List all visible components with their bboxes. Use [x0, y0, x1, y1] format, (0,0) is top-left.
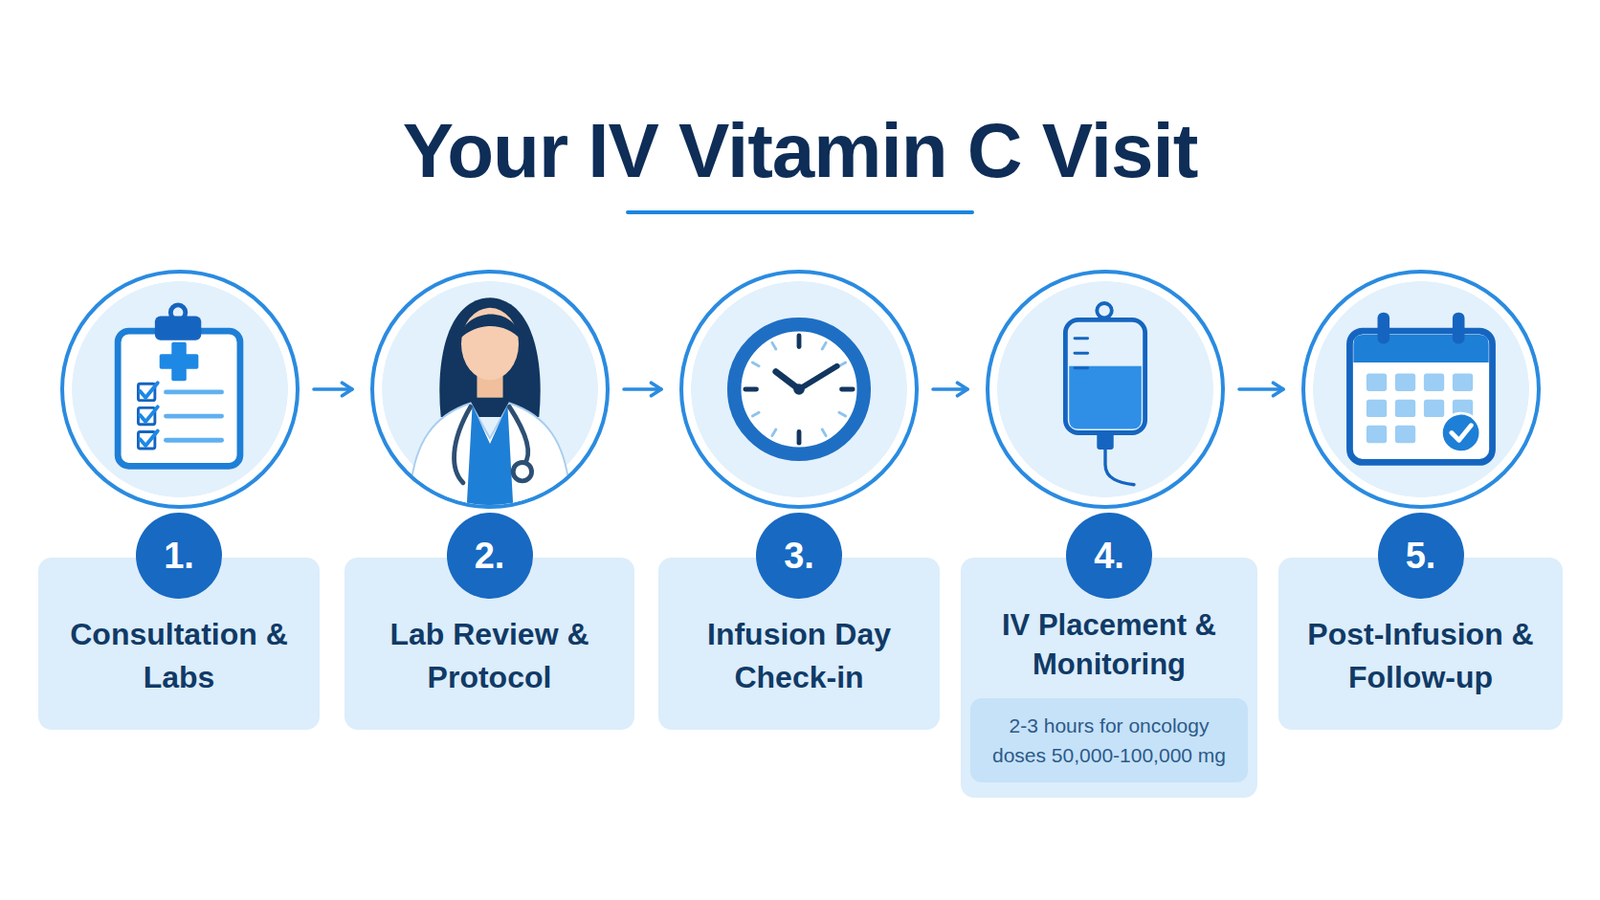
calendar-ring	[1377, 312, 1391, 345]
icon-circle	[370, 269, 610, 510]
step-number: 4.	[1066, 512, 1153, 600]
stethoscope-tube	[509, 406, 529, 465]
clock-tick	[752, 362, 759, 367]
stethoscope-head	[512, 462, 532, 481]
calendar-day	[1423, 374, 1445, 392]
check-mark	[1451, 425, 1471, 441]
step-label: Lab Review & Protocol	[361, 613, 618, 700]
calendar-day	[1395, 425, 1416, 444]
clock-tick	[839, 412, 846, 417]
calendar-day	[1452, 374, 1473, 392]
note-box: 2-3 hours for oncology doses 50,000-100,…	[970, 698, 1248, 783]
step-label: Post-Infusion & Follow-up	[1295, 613, 1546, 700]
label-area: Lab Review & Protocol	[344, 596, 635, 717]
title-underline	[627, 210, 973, 215]
check-mark	[139, 406, 157, 422]
clock-tick	[797, 432, 802, 445]
calendar-day	[1423, 400, 1445, 418]
step-number: 3.	[755, 512, 843, 600]
scale-mark	[1074, 336, 1089, 340]
bag-hanger	[1096, 303, 1112, 318]
icon-group	[117, 305, 241, 467]
step-label: IV Placement & Monitoring	[977, 605, 1241, 685]
clock-tick	[745, 387, 757, 393]
calendar-day	[1366, 400, 1387, 418]
clock-tick	[839, 362, 846, 367]
flow-arrow	[933, 387, 968, 392]
calendar-page	[1349, 331, 1492, 463]
plus-bar	[159, 354, 200, 369]
clock-tick	[797, 335, 802, 348]
list-line	[165, 414, 222, 420]
hair-fringe	[460, 314, 522, 341]
step-number: 1.	[135, 512, 223, 600]
drip-tube	[1105, 449, 1134, 486]
calendar-day	[1366, 425, 1387, 444]
minute-hand	[799, 366, 838, 390]
hair	[439, 297, 540, 418]
check-mark	[139, 382, 157, 398]
step-box: 1.Consultation & Labs	[38, 557, 320, 731]
step-number: 5.	[1377, 512, 1465, 600]
step-box: 4.IV Placement & Monitoring2-3 hours for…	[960, 557, 1258, 799]
calendar-header	[1353, 334, 1489, 363]
scale-mark	[1074, 366, 1089, 370]
clock-tick	[842, 387, 854, 393]
icon-group	[733, 324, 865, 455]
calendar-day	[1395, 374, 1416, 392]
label-area: Infusion Day Check-in	[658, 596, 940, 717]
clock-tick	[752, 412, 759, 417]
label-area: Consultation & Labs	[38, 596, 320, 717]
icon-group	[409, 297, 571, 506]
label-area: Post-Infusion & Follow-up	[1278, 596, 1563, 717]
step-icon	[683, 273, 915, 506]
clipboard-board	[117, 331, 241, 467]
scrubs	[466, 404, 513, 506]
calendar-ring	[1452, 312, 1466, 345]
icon-circle	[679, 269, 919, 510]
icon-group	[1065, 303, 1145, 486]
clock-face	[733, 324, 865, 455]
step-icon	[1305, 273, 1537, 506]
step-box: 5.Post-Infusion & Follow-up	[1278, 557, 1563, 731]
clipboard-ring	[170, 305, 185, 320]
bag-port	[1096, 432, 1113, 449]
list-line	[165, 438, 222, 444]
step-icon	[989, 273, 1222, 506]
flow-arrow	[1239, 387, 1284, 392]
check-circle	[1441, 413, 1481, 453]
clock-tick	[822, 429, 826, 437]
calendar-day	[1395, 400, 1416, 418]
icon-group	[1349, 312, 1492, 464]
icon-circle	[1301, 269, 1541, 510]
lab-coat	[409, 403, 571, 506]
icon-circle	[60, 269, 300, 510]
list-line	[165, 389, 222, 395]
step-icon	[374, 273, 606, 506]
calendar-day	[1366, 374, 1387, 392]
label-area: IV Placement & Monitoring	[960, 586, 1258, 704]
fluid	[1068, 366, 1142, 430]
clock-center	[793, 383, 805, 396]
note-text: 2-3 hours for oncology doses 50,000-100,…	[981, 711, 1237, 771]
step-box: 2.Lab Review & Protocol	[344, 557, 635, 731]
icon-circle	[985, 269, 1225, 510]
step-icon	[64, 273, 296, 506]
diagram-title: Your IV Vitamin C Visit	[0, 105, 1600, 198]
clock-tick	[772, 429, 777, 437]
stethoscope-tube	[454, 406, 471, 483]
flow-arrow	[623, 387, 662, 392]
step-box: 3.Infusion Day Check-in	[658, 557, 940, 731]
iv-bag	[1065, 319, 1145, 433]
check-mark	[139, 431, 157, 446]
step-label: Consultation & Labs	[55, 613, 303, 700]
scale-mark	[1074, 352, 1089, 356]
flow-arrow	[313, 387, 353, 392]
clock-tick	[772, 342, 777, 350]
clock-tick	[822, 342, 826, 350]
step-label: Infusion Day Check-in	[675, 613, 923, 700]
step-number: 2.	[446, 512, 534, 600]
